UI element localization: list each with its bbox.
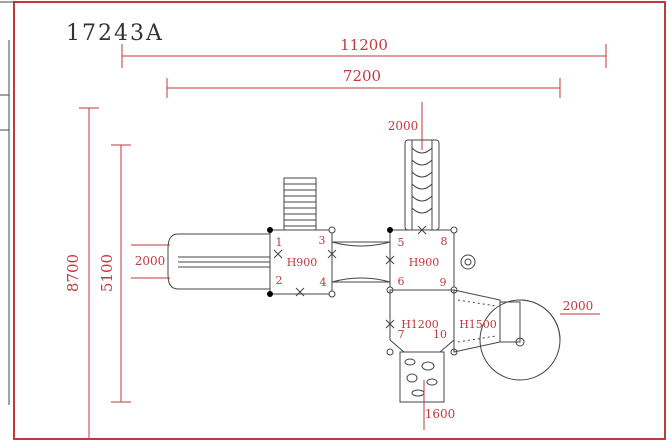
dim-overall-width: 11200 bbox=[121, 36, 607, 68]
left-slide: 2000 bbox=[131, 233, 270, 290]
drawing-frame bbox=[13, 1, 666, 440]
post-number: 9 bbox=[440, 276, 447, 289]
dim-inner-width: 7200 bbox=[166, 67, 561, 98]
dim-slide-top-label: 2000 bbox=[388, 119, 419, 133]
top-slide: 2000 bbox=[388, 102, 440, 231]
lower-platform: H1200 bbox=[385, 289, 458, 356]
post-number: 10 bbox=[433, 328, 447, 341]
post-number: 1 bbox=[276, 236, 283, 249]
spiral-slide: 2000 H1500 bbox=[453, 289, 600, 381]
dim-inner-height-label: 5100 bbox=[98, 254, 116, 292]
post-number: 4 bbox=[320, 276, 327, 289]
rock-climber: 1600 bbox=[399, 351, 456, 430]
dim-inner-height: 5100 bbox=[98, 144, 131, 403]
dim-bottom-label: 1600 bbox=[425, 407, 456, 421]
bridge bbox=[331, 241, 391, 283]
dim-overall-height: 8700 bbox=[64, 107, 99, 438]
dim-overall-width-label: 11200 bbox=[340, 36, 388, 54]
drawing-code: 17243A bbox=[66, 21, 164, 46]
dim-slide-right-label: 2000 bbox=[563, 299, 594, 313]
ramp-height: H1500 bbox=[459, 318, 497, 331]
steering-wheel-icon bbox=[460, 254, 476, 270]
lower-platform-height: H1200 bbox=[401, 318, 439, 331]
left-platform-height: H900 bbox=[287, 256, 318, 269]
post-number: 6 bbox=[398, 275, 405, 288]
post-number: 7 bbox=[398, 328, 405, 341]
post-number: 2 bbox=[276, 274, 283, 287]
dim-overall-height-label: 8700 bbox=[64, 254, 82, 292]
center-platform-height: H900 bbox=[409, 256, 440, 269]
left-platform: H900 bbox=[267, 226, 337, 298]
top-ladder bbox=[283, 177, 317, 231]
post-number: 5 bbox=[398, 236, 405, 249]
dim-inner-width-label: 7200 bbox=[343, 67, 381, 85]
dim-slide-left-label: 2000 bbox=[135, 254, 166, 268]
post-number: 8 bbox=[441, 235, 448, 248]
post-number: 3 bbox=[319, 234, 326, 247]
